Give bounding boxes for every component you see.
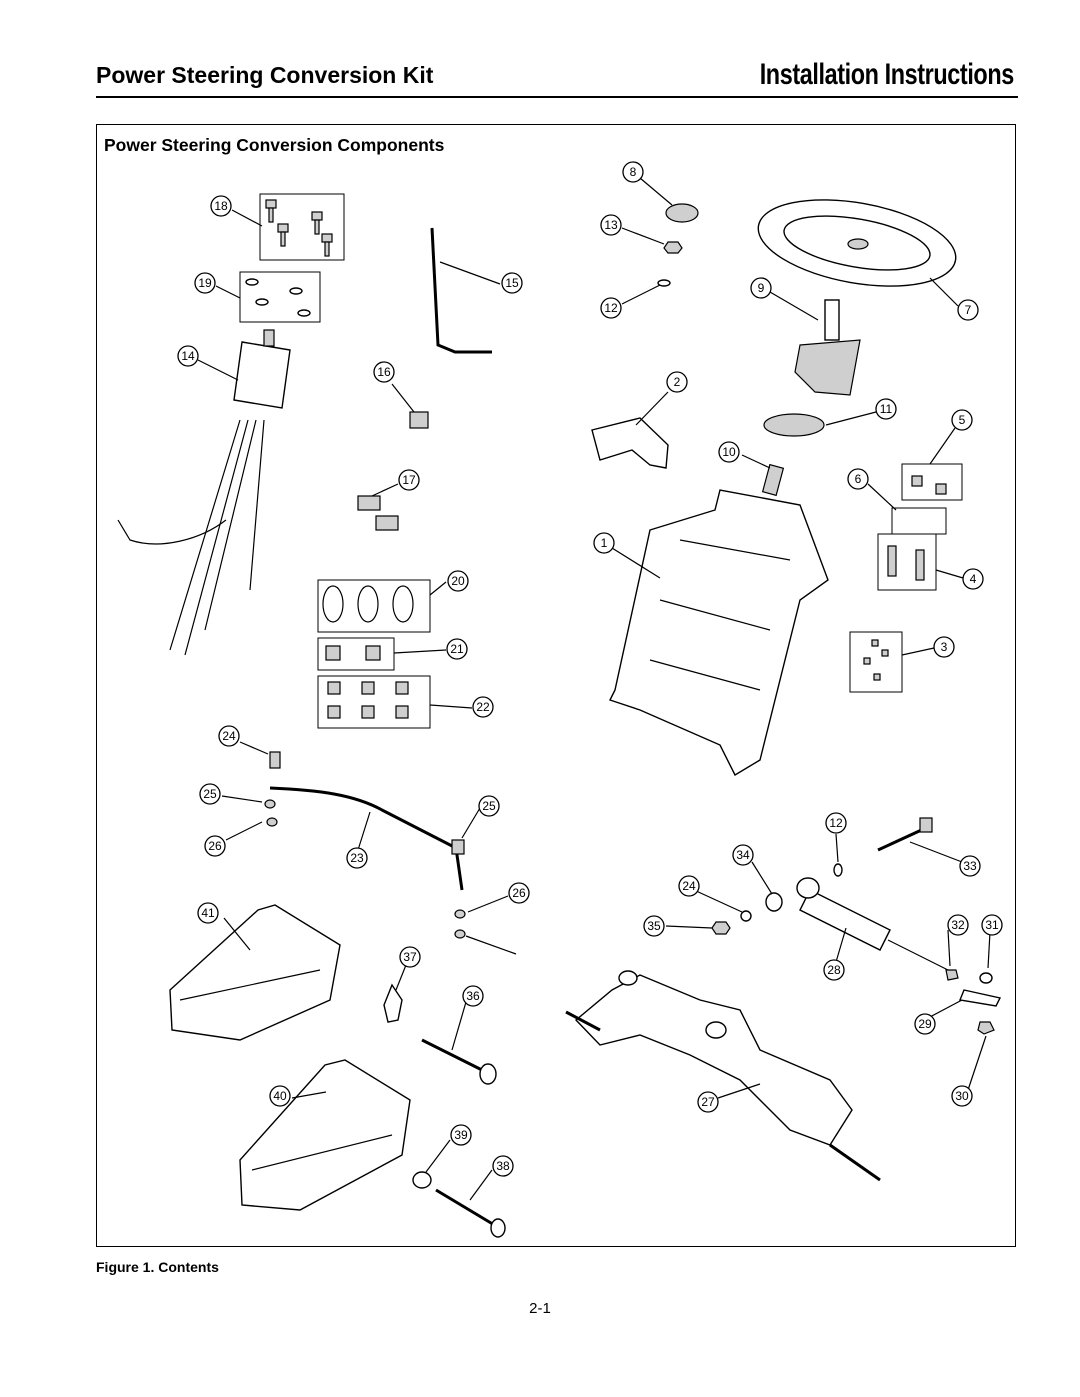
svg-text:29: 29 [918,1017,932,1031]
callout: 10 [718,441,740,463]
svg-text:7: 7 [965,303,972,317]
svg-text:31: 31 [985,918,999,932]
svg-text:40: 40 [273,1089,287,1103]
callout: 2 [666,371,688,393]
svg-text:27: 27 [701,1095,715,1109]
svg-text:24: 24 [222,729,236,743]
callout: 9 [750,277,772,299]
svg-text:30: 30 [955,1089,969,1103]
section-title: Installation Instructions [759,58,1015,91]
page-number: 2-1 [529,1300,551,1317]
svg-text:41: 41 [201,906,215,920]
svg-text:5: 5 [959,413,966,427]
callout: 5 [951,409,973,431]
callout: 25 [478,795,500,817]
callout: 26 [204,835,226,857]
figure-frame [96,124,1016,1247]
callout: 22 [472,696,494,718]
svg-text:23: 23 [350,851,364,865]
svg-text:8: 8 [630,165,637,179]
svg-text:18: 18 [214,199,228,213]
callout: 15 [501,272,523,294]
svg-text:20: 20 [451,574,465,588]
svg-text:13: 13 [604,218,618,232]
svg-text:35: 35 [647,919,661,933]
callout: 30 [951,1085,973,1107]
svg-text:6: 6 [855,472,862,486]
svg-text:25: 25 [482,799,496,813]
svg-text:24: 24 [682,879,696,893]
callout: 37 [399,946,421,968]
callout: 1 [593,532,615,554]
svg-text:17: 17 [402,473,416,487]
callout: 31 [981,914,1003,936]
callout: 8 [622,161,644,183]
callout: 18 [210,195,232,217]
callout: 34 [732,844,754,866]
callout: 25 [199,783,221,805]
svg-text:22: 22 [476,700,490,714]
callout: 41 [197,902,219,924]
callout: 3 [933,636,955,658]
callout: 12 [600,297,622,319]
svg-text:12: 12 [604,301,618,315]
header-rule [96,96,1018,98]
callout: 19 [194,272,216,294]
callout: 13 [600,214,622,236]
callout: 24 [678,875,700,897]
svg-text:36: 36 [466,989,480,1003]
svg-text:10: 10 [722,445,736,459]
svg-text:19: 19 [198,276,212,290]
callout: 28 [823,959,845,981]
svg-text:1: 1 [601,536,608,550]
svg-text:21: 21 [450,642,464,656]
svg-text:32: 32 [951,918,965,932]
callout: 4 [962,568,984,590]
callout: 23 [346,847,368,869]
callout: 12 [825,812,847,834]
callout: 36 [462,985,484,1007]
svg-text:4: 4 [970,572,977,586]
callout: 7 [957,299,979,321]
svg-text:16: 16 [377,365,391,379]
svg-text:25: 25 [203,787,217,801]
callout: 26 [508,882,530,904]
callout: 24 [218,725,240,747]
svg-text:3: 3 [941,640,948,654]
svg-text:11: 11 [880,402,893,416]
figure-title: Power Steering Conversion Components [104,135,445,155]
callout: 27 [697,1091,719,1113]
callout: 35 [643,915,665,937]
callout: 14 [177,345,199,367]
svg-text:9: 9 [758,281,765,295]
callout-group: 8 13 9 7 12 2 11 5 10 6 1 4 3 18 19 15 1… [177,161,1003,1177]
svg-text:37: 37 [403,950,417,964]
callout: 40 [269,1085,291,1107]
svg-text:39: 39 [454,1128,468,1142]
svg-text:28: 28 [827,963,841,977]
svg-text:33: 33 [963,859,977,873]
svg-text:34: 34 [736,848,750,862]
figure-caption: Figure 1. Contents [96,1259,219,1275]
svg-text:38: 38 [496,1159,510,1173]
svg-text:15: 15 [505,276,519,290]
callout: 16 [373,361,395,383]
callout: 33 [959,855,981,877]
callout: 21 [446,638,468,660]
callout: 32 [947,914,969,936]
svg-text:12: 12 [829,816,843,830]
svg-text:2: 2 [674,375,681,389]
callout: 29 [914,1013,936,1035]
kit-title: Power Steering Conversion Kit [96,62,434,88]
svg-text:26: 26 [512,886,526,900]
callout: 11 [875,398,897,420]
svg-text:26: 26 [208,839,222,853]
callout: 20 [447,570,469,592]
callout: 6 [847,468,869,490]
callout: 39 [450,1124,472,1146]
svg-text:14: 14 [181,349,195,363]
callout: 17 [398,469,420,491]
callout: 38 [492,1155,514,1177]
